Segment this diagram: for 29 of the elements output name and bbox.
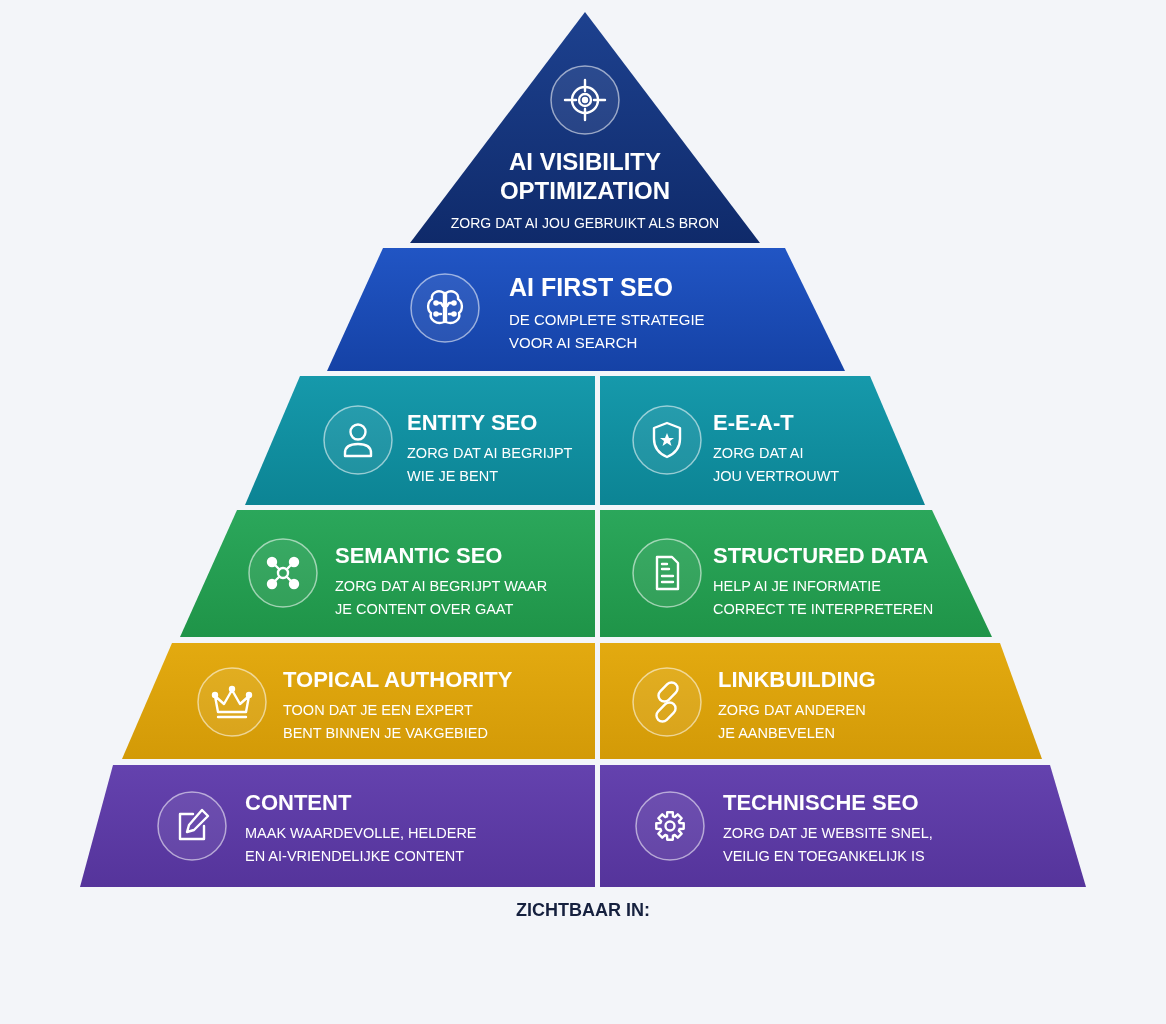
pyramid-tier bbox=[600, 510, 992, 637]
pyramid-tier bbox=[600, 643, 1042, 759]
tier-title: ENTITY SEO bbox=[407, 410, 539, 437]
tier-title: LINKBUILDING bbox=[718, 667, 877, 694]
pyramid-tier bbox=[80, 765, 595, 887]
tier-description: ZORG DAT AI JOU VERTROUWT bbox=[713, 444, 841, 487]
tier-description: HELP AI JE INFORMATIE CORRECT TE INTERPRETEREN bbox=[713, 577, 935, 620]
pyramid-tier bbox=[122, 643, 595, 759]
tier-description: ZORG DAT ANDEREN JE AANBEVELEN bbox=[718, 701, 867, 744]
pyramid-tier bbox=[180, 510, 595, 637]
tier-description: ZORG DAT AI JOU GEBRUIKT ALS BRON bbox=[449, 213, 721, 233]
tier-description: ZORG DAT JE WEBSITE SNEL, VEILIG EN TOEGANKELIJK IS bbox=[723, 824, 934, 867]
tier-title: SEMANTIC SEO bbox=[335, 543, 504, 570]
tier-description: TOON DAT JE EEN EXPERT BENT BINNEN JE VAKGEBIED bbox=[283, 701, 489, 744]
pyramid-tier bbox=[600, 765, 1086, 887]
tier-title: STRUCTURED DATA bbox=[713, 543, 930, 570]
tier-title: E-E-A-T bbox=[713, 410, 795, 437]
tier-title: CONTENT bbox=[245, 790, 353, 817]
tier-title: TECHNISCHE SEO bbox=[723, 790, 920, 817]
tier-description: DE COMPLETE STRATEGIE VOOR AI SEARCH bbox=[509, 310, 706, 353]
tier-description: ZORG DAT AI BEGRIJPT WIE JE BENT bbox=[407, 444, 574, 487]
tier-title: TOPICAL AUTHORITY bbox=[283, 667, 514, 694]
tier-description: ZORG DAT AI BEGRIJPT WAAR JE CONTENT OVER GAAT bbox=[335, 577, 549, 620]
section-heading: ZICHTBAAR IN: bbox=[515, 900, 651, 921]
pyramid-tier bbox=[245, 376, 595, 505]
tier-description: MAAK WAARDEVOLLE, HELDERE EN AI-VRIENDELIJKE CONTENT bbox=[245, 824, 478, 867]
pyramid-tier bbox=[600, 376, 925, 505]
tier-title: AI FIRST SEO bbox=[509, 272, 674, 302]
tier-title: AI VISIBILITY OPTIMIZATION bbox=[498, 148, 672, 206]
